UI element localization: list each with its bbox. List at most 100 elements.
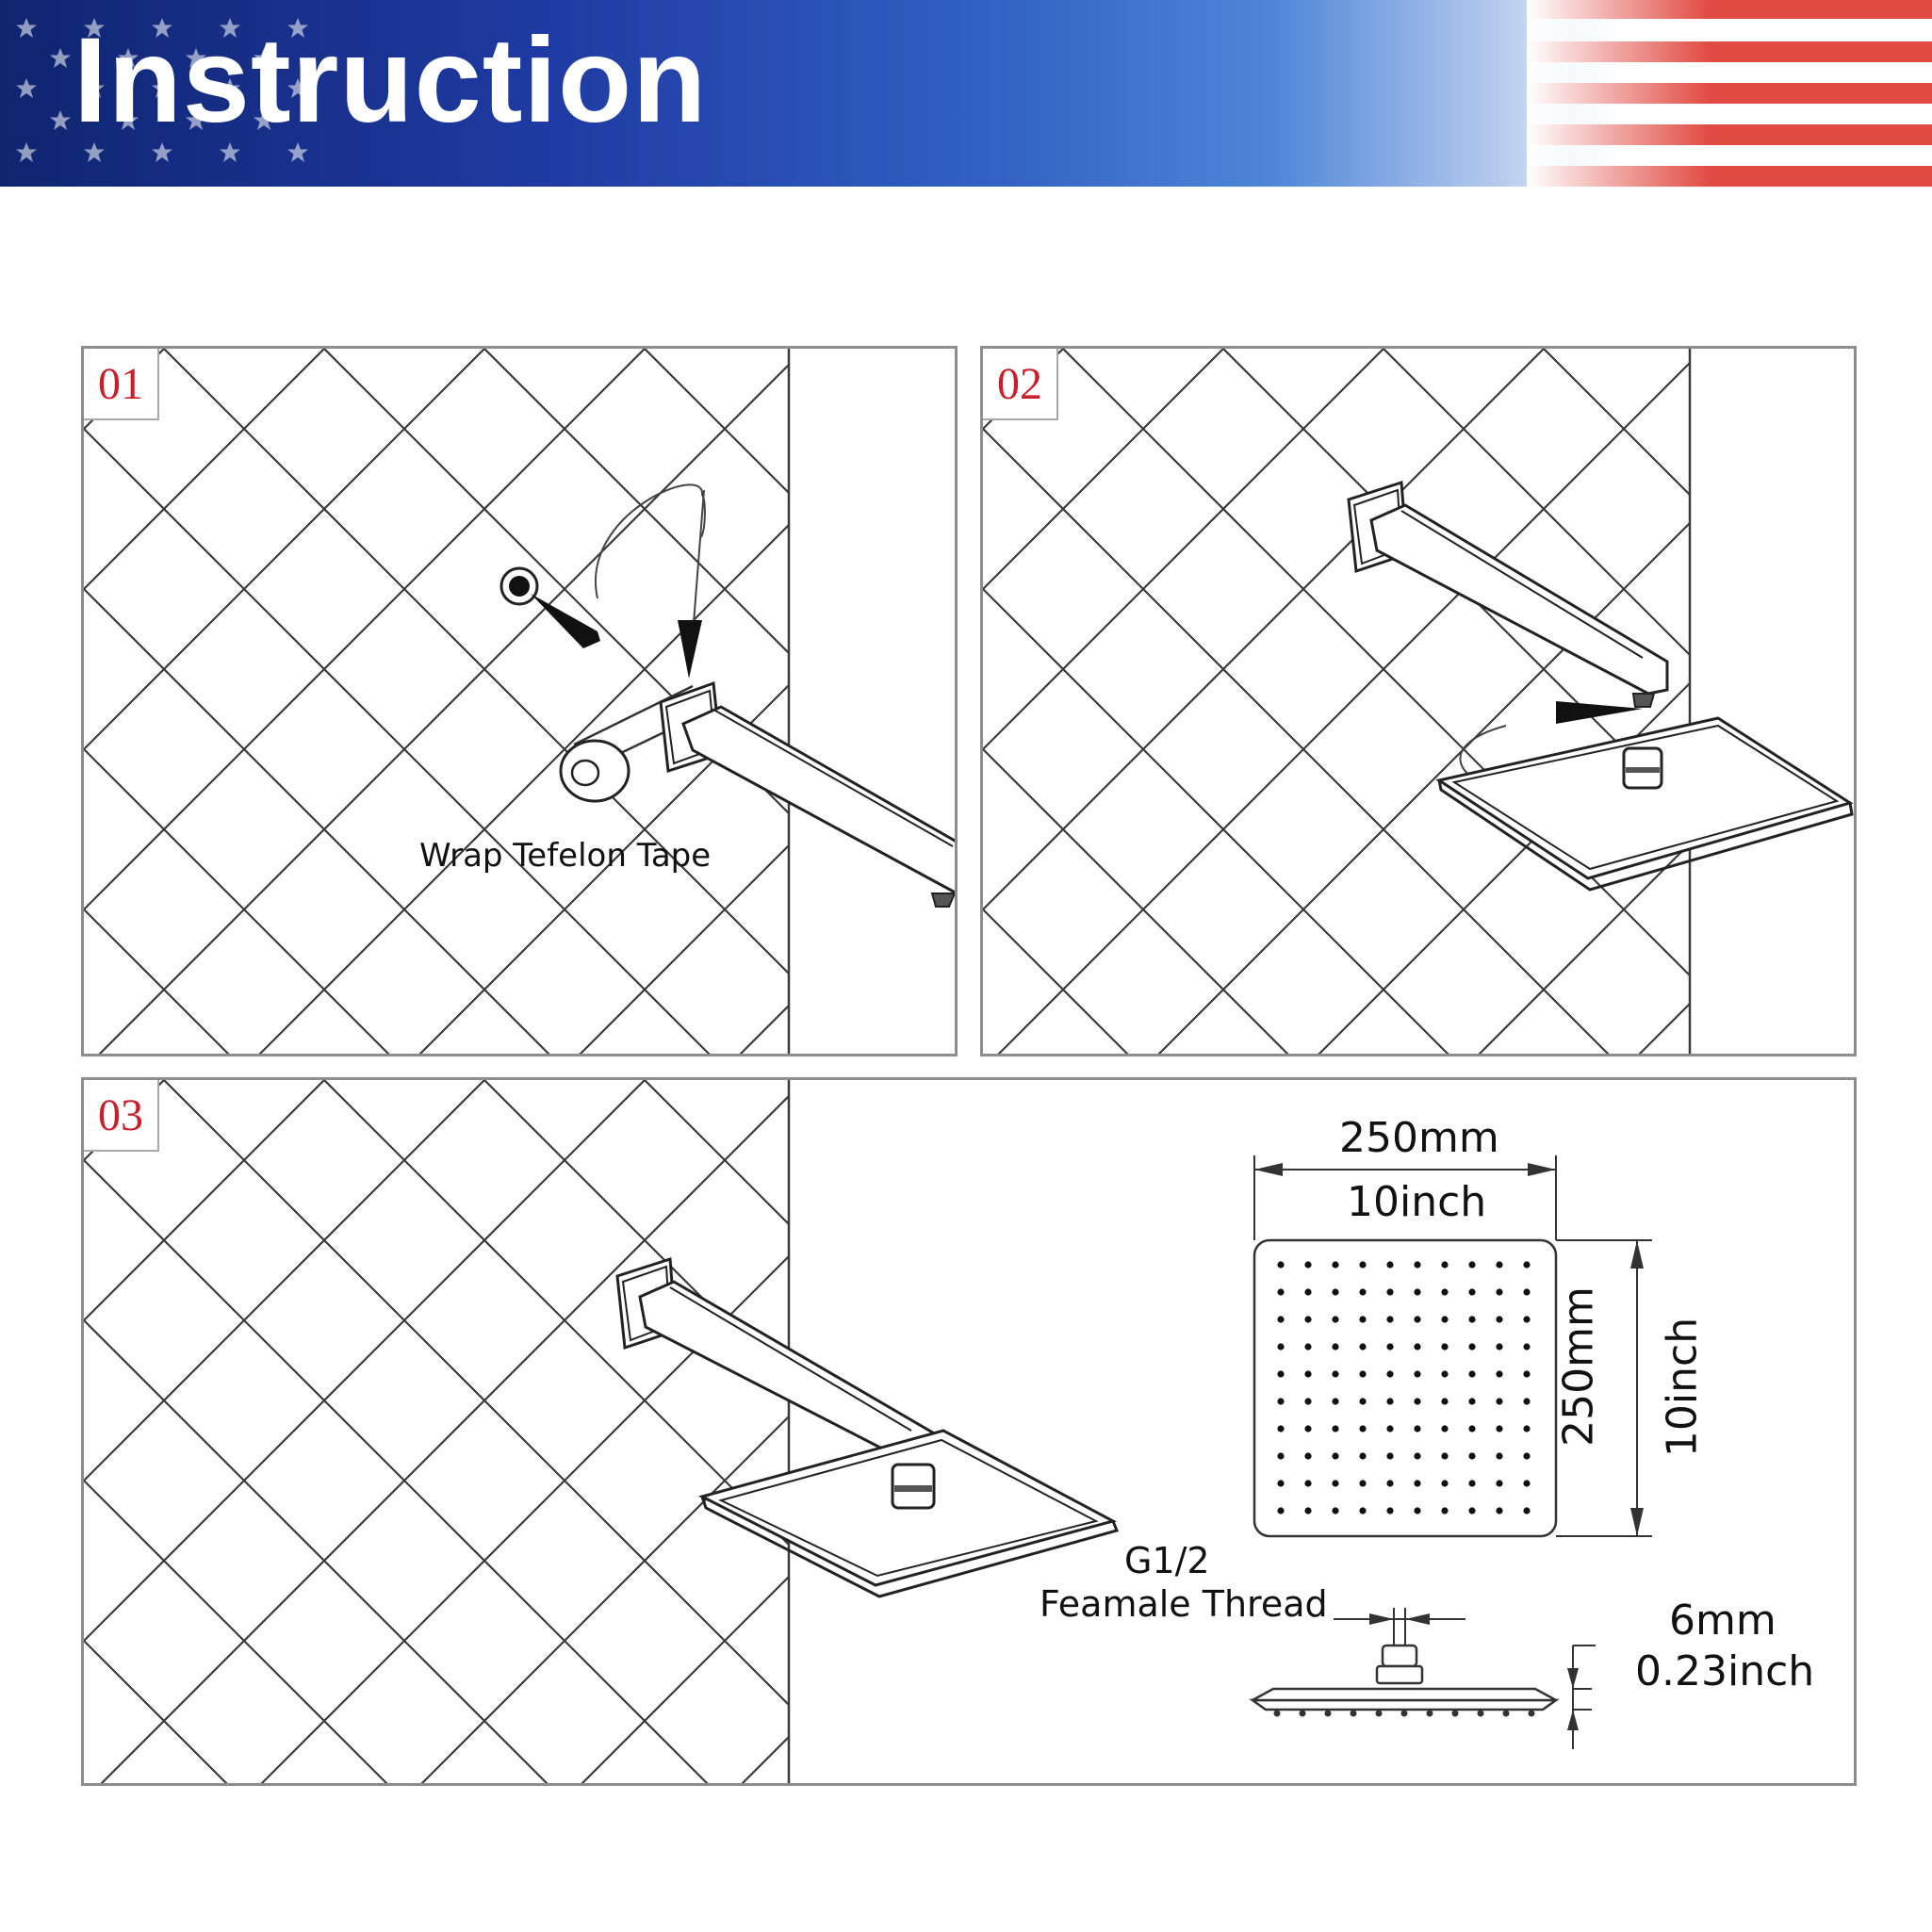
arrow-icon (531, 594, 600, 648)
nozzle-dot (1496, 1398, 1503, 1405)
nozzle-tip (1324, 1710, 1332, 1717)
nozzle-tip (1273, 1710, 1281, 1717)
nozzle-tip (1528, 1710, 1535, 1717)
nozzle-dot (1277, 1261, 1285, 1269)
height-inch-label: 10inch (1658, 1317, 1707, 1458)
nozzle-dot (1304, 1480, 1312, 1487)
nozzle-dot (1468, 1507, 1476, 1514)
dimension-drawing-top-view (1253, 1155, 1652, 1538)
nozzle-dot (1468, 1316, 1476, 1323)
nozzle-tip (1400, 1710, 1408, 1717)
nozzle-dot (1386, 1261, 1394, 1269)
dimension-drawing-side-view (1249, 1608, 1596, 1749)
nozzle-dot (1441, 1507, 1449, 1514)
nozzle-dot (1277, 1370, 1285, 1378)
nozzle-dot (1441, 1452, 1449, 1460)
nozzle-dot (1304, 1316, 1312, 1323)
nozzle-dot (1523, 1370, 1531, 1378)
nozzle-tip (1299, 1710, 1306, 1717)
nozzle-dot (1414, 1316, 1421, 1323)
nozzle-dot (1277, 1316, 1285, 1323)
nozzle-dot (1277, 1480, 1285, 1487)
nozzle-dot (1441, 1480, 1449, 1487)
nozzle-dot (1468, 1480, 1476, 1487)
nozzle-dot (1523, 1261, 1531, 1269)
nozzle-dot (1359, 1452, 1367, 1460)
nozzle-tip (1350, 1710, 1357, 1717)
nozzle-dot (1496, 1288, 1503, 1296)
nozzle-dot (1277, 1425, 1285, 1433)
width-inch-label: 10inch (1347, 1178, 1487, 1226)
nozzle-dot (1496, 1261, 1503, 1269)
nozzle-dot (1332, 1425, 1339, 1433)
nozzle-dot (1386, 1425, 1394, 1433)
nozzle-dot (1304, 1398, 1312, 1405)
nozzle-dot (1332, 1480, 1339, 1487)
nozzle-dot (1359, 1343, 1367, 1351)
nozzle-dot (1359, 1370, 1367, 1378)
nozzle-dot (1386, 1288, 1394, 1296)
header-banner: Instruction (0, 0, 1932, 187)
nozzle-dot (1304, 1370, 1312, 1378)
nozzle-dot (1468, 1261, 1476, 1269)
nozzle-dot (1414, 1507, 1421, 1514)
nozzle-dot (1304, 1452, 1312, 1460)
tape-roll-icon (559, 684, 718, 803)
thread-size-label: G1/2 (1124, 1540, 1210, 1581)
nozzle-dot (1468, 1288, 1476, 1296)
nozzle-dot (1359, 1480, 1367, 1487)
nozzle-dot (1523, 1343, 1531, 1351)
nozzle-tip (1451, 1710, 1459, 1717)
nozzle-dot (1277, 1398, 1285, 1405)
shower-head-icon (697, 1429, 1120, 1598)
step-2-panel: 02 (980, 346, 1857, 1056)
thickness-inch-label: 0.23inch (1635, 1647, 1815, 1695)
nozzle-dot (1359, 1316, 1367, 1323)
nozzle-dot (1468, 1452, 1476, 1460)
nozzle-dot (1386, 1316, 1394, 1323)
shower-head-icon (1435, 716, 1854, 892)
nozzle-dot (1386, 1398, 1394, 1405)
nozzle-dot (1523, 1316, 1531, 1323)
nozzle-dot (1386, 1480, 1394, 1487)
thickness-mm-label: 6mm (1669, 1596, 1776, 1645)
step-1-caption: Wrap Tefelon Tape (419, 837, 712, 875)
nozzle-dot (1468, 1370, 1476, 1378)
nozzle-dot (1332, 1507, 1339, 1514)
step-1-panel: 01 Wrap Tefelon Tape (81, 346, 958, 1056)
nozzle-dot (1468, 1425, 1476, 1433)
nozzle-dot (1304, 1343, 1312, 1351)
step-3-panel: 03 250mm 10inch 250mm 10inch G1/2 Feamal… (81, 1077, 1857, 1786)
nozzle-dot (1332, 1316, 1339, 1323)
nozzle-dot (1523, 1425, 1531, 1433)
nozzle-dot (1277, 1452, 1285, 1460)
nozzle-dot (1359, 1398, 1367, 1405)
nozzle-dot (1332, 1288, 1339, 1296)
nozzle-dot (1496, 1343, 1503, 1351)
nozzle-dot (1386, 1370, 1394, 1378)
nozzle-dot (1414, 1261, 1421, 1269)
nozzle-dot (1496, 1480, 1503, 1487)
nozzle-dot (1496, 1507, 1503, 1514)
nozzle-dot (1441, 1425, 1449, 1433)
step-number: 03 (84, 1080, 159, 1152)
nozzle-tip (1375, 1710, 1383, 1717)
nozzle-dot (1359, 1261, 1367, 1269)
shower-arm-icon (659, 680, 955, 908)
nozzle-dot (1332, 1452, 1339, 1460)
us-flag-stripes-icon (1527, 0, 1932, 187)
nozzle-dot (1414, 1288, 1421, 1296)
nozzle-dot (1332, 1343, 1339, 1351)
nozzle-dot (1332, 1398, 1339, 1405)
wall-pipe-icon (499, 566, 539, 606)
page-title: Instruction (74, 13, 708, 148)
nozzle-dot (1523, 1480, 1531, 1487)
nozzle-dot (1304, 1425, 1312, 1433)
nozzle-dot (1496, 1370, 1503, 1378)
nozzle-dot (1359, 1288, 1367, 1296)
nozzle-dot (1414, 1452, 1421, 1460)
nozzle-dot (1332, 1261, 1339, 1269)
nozzle-dot (1523, 1288, 1531, 1296)
step-number: 01 (84, 349, 159, 420)
nozzle-dot (1304, 1261, 1312, 1269)
